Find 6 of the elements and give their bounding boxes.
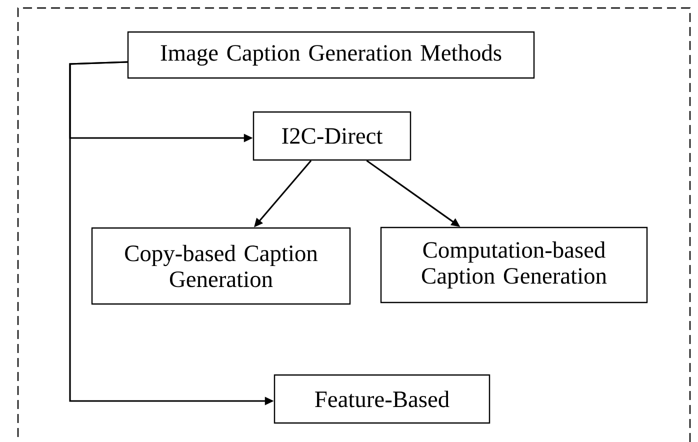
process-box: Feature-Based [274, 374, 490, 424]
process-box: I2C-Direct [252, 111, 412, 161]
dashed-frame [17, 7, 691, 442]
process-box: Computation-based Caption Generation [380, 226, 648, 304]
process-box: Image Caption Generation Methods [127, 31, 535, 79]
process-box: Copy-based Caption Generation [91, 227, 351, 305]
